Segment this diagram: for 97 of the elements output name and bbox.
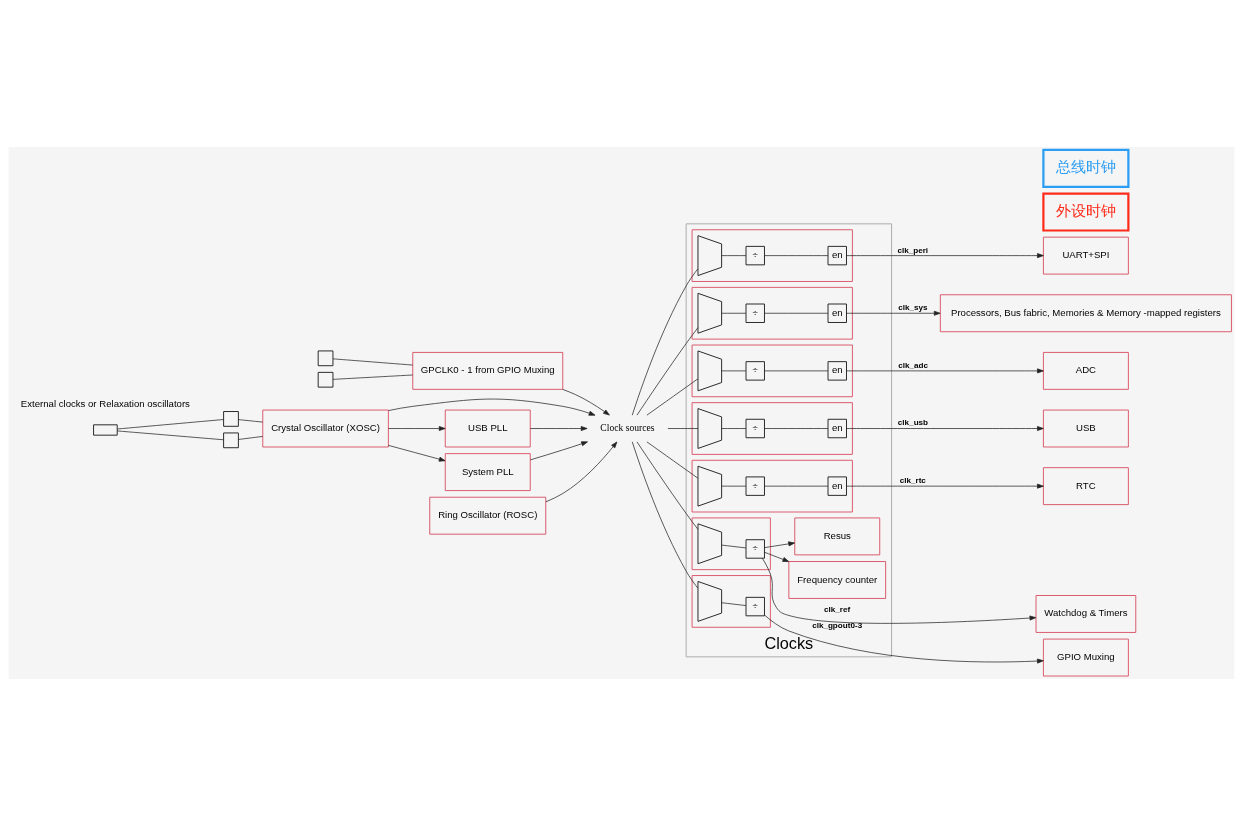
- node-trapezium: [697, 235, 723, 277]
- connector: [636, 327, 699, 416]
- connector: [667, 428, 699, 429]
- connector: [764, 370, 829, 372]
- arrow: [846, 483, 1044, 489]
- connector: [117, 419, 224, 430]
- node-box: en: [827, 361, 847, 381]
- node-trapezium: [697, 581, 723, 622]
- node-box: 总线时钟: [1042, 148, 1130, 188]
- node-trapezium: [697, 523, 723, 565]
- node-box: ÷: [745, 303, 765, 323]
- node-box: ÷: [745, 476, 765, 496]
- arrow: [530, 441, 588, 461]
- node-box: en: [827, 418, 847, 439]
- node-trapezium: [697, 465, 723, 507]
- connector: [764, 255, 829, 256]
- node-box: Ring Oscillator (ROSC): [429, 496, 547, 535]
- edge-label: clk_usb: [897, 418, 929, 428]
- connector: [721, 544, 747, 549]
- node-box: System PLL: [444, 453, 531, 492]
- arrow: [388, 445, 446, 462]
- arrow: [846, 368, 1044, 374]
- node-box: RTC: [1042, 467, 1129, 506]
- connector: [764, 485, 829, 487]
- cluster: [691, 575, 771, 628]
- arrow: [764, 541, 795, 548]
- node-box: en: [827, 303, 847, 323]
- connector: [764, 428, 829, 429]
- node-box: Crystal Oscillator (XOSC): [262, 409, 389, 448]
- edge-label: clk_adc: [898, 360, 928, 370]
- connector: [721, 602, 747, 606]
- cluster: [691, 459, 853, 513]
- arrow: [388, 426, 446, 431]
- node-box: UART+SPI: [1042, 236, 1129, 275]
- node-trapezium: [697, 408, 723, 449]
- node-box: [223, 432, 239, 449]
- node-box: Processors, Bus fabric, Memories & Memory -mapped registers: [939, 294, 1232, 333]
- connector: [721, 370, 747, 372]
- connector: [721, 428, 747, 429]
- arrow: [529, 426, 588, 431]
- connector: [332, 358, 413, 366]
- cluster: [691, 229, 853, 282]
- connector: [721, 312, 747, 314]
- node-box: ADC: [1042, 351, 1129, 390]
- node-text: Clock sources: [600, 422, 655, 434]
- connector: [238, 419, 264, 423]
- connector: [721, 485, 747, 487]
- arrow: [764, 551, 790, 562]
- node-box: [223, 411, 239, 427]
- connector: [631, 441, 699, 589]
- connector: [764, 312, 829, 314]
- arrow: [545, 441, 618, 503]
- edge-label: clk_rtc: [899, 476, 926, 486]
- connector: [646, 378, 699, 416]
- cluster: [691, 402, 853, 455]
- node-box: 外设时钟: [1042, 192, 1130, 232]
- cluster: [691, 286, 853, 340]
- arrow: [846, 253, 1044, 259]
- edge-label: clk_peri: [897, 245, 929, 255]
- edge-label: clk_ref: [823, 605, 851, 615]
- arrow: [846, 310, 941, 316]
- connector: [117, 430, 224, 441]
- node-box: Watchdog & Timers: [1035, 595, 1137, 633]
- arrow: [762, 558, 1037, 624]
- arrow: [764, 614, 1044, 664]
- node-box: [317, 350, 334, 367]
- node-box: [93, 424, 118, 436]
- node-box: ÷: [745, 539, 765, 559]
- node-box: Frequency counter: [788, 561, 887, 599]
- node-box: [317, 371, 334, 388]
- edge-label: clk_sys: [898, 303, 928, 313]
- arrow: [388, 398, 596, 416]
- cluster: [691, 517, 771, 571]
- node-box: ÷: [745, 596, 765, 617]
- label: External clocks or Relaxation oscillators: [20, 398, 190, 410]
- connector: [636, 441, 699, 530]
- cluster: [691, 344, 853, 398]
- node-box: ÷: [745, 245, 765, 266]
- node-box: USB PLL: [444, 409, 531, 448]
- node-trapezium: [697, 350, 723, 392]
- edge-label: clk_gpout0-3: [812, 620, 863, 630]
- node-box: GPIO Muxing: [1042, 638, 1129, 677]
- arrow: [562, 389, 610, 416]
- node-box: Resus: [794, 517, 881, 556]
- node-box: en: [827, 476, 847, 496]
- node-trapezium: [697, 292, 723, 334]
- connector: [332, 374, 413, 380]
- node-box: en: [827, 245, 847, 266]
- node-box: ÷: [745, 418, 765, 439]
- arrow: [846, 426, 1044, 431]
- connector: [631, 268, 699, 416]
- node-box: USB: [1042, 409, 1129, 448]
- connector: [646, 441, 699, 479]
- connector: [721, 255, 747, 256]
- connector: [238, 436, 264, 440]
- node-box: ÷: [745, 361, 765, 381]
- node-box: GPCLK0 - 1 from GPIO Muxing: [412, 351, 564, 390]
